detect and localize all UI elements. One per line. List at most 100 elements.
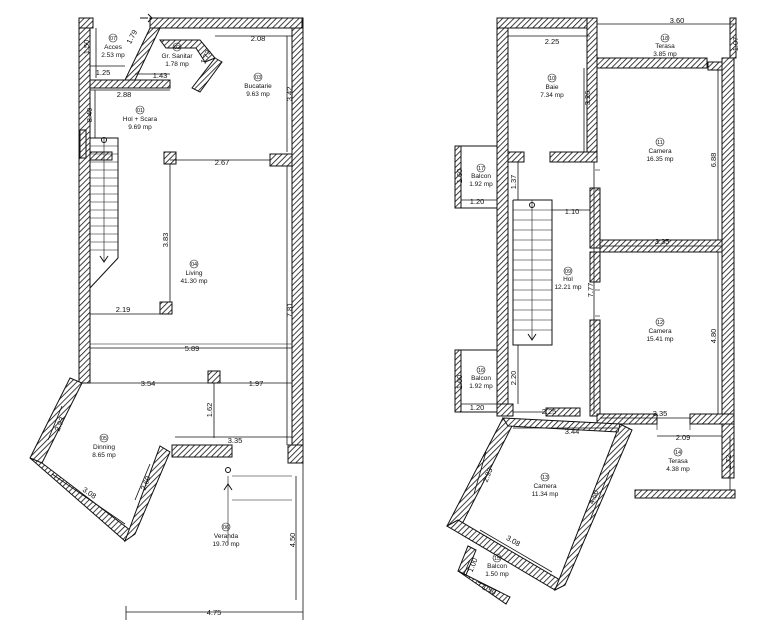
svg-text:1.37: 1.37 [509,175,518,190]
svg-text:Terasa: Terasa [655,43,675,50]
wall [549,151,598,163]
svg-text:1.62: 1.62 [205,403,214,418]
svg-text:2.88: 2.88 [117,90,132,99]
svg-text:4.38 mp: 4.38 mp [666,466,690,473]
svg-text:4.80: 4.80 [709,329,718,344]
svg-text:Camera: Camera [648,148,672,155]
svg-text:7.81: 7.81 [285,303,294,318]
svg-text:5.89: 5.89 [185,344,200,353]
svg-text:Balcon: Balcon [487,563,507,570]
wall [496,17,598,29]
svg-text:Camera: Camera [648,328,672,335]
svg-text:3.26: 3.26 [583,91,592,106]
wall [269,153,293,167]
wall [586,17,598,163]
wall [634,489,736,499]
svg-text:11: 11 [657,140,663,146]
svg-text:9.63 mp: 9.63 mp [246,91,270,98]
wall [446,417,514,533]
wall [496,403,514,417]
svg-text:7.77: 7.77 [586,283,595,298]
svg-text:Hol: Hol [563,276,573,283]
wall [596,57,708,69]
svg-text:11.34 mp: 11.34 mp [532,491,559,498]
wall [596,413,658,425]
svg-text:Gr. Sanitar: Gr. Sanitar [161,53,193,60]
wall [78,17,94,29]
svg-text:3.35: 3.35 [653,409,668,418]
svg-text:Veranda: Veranda [214,533,239,540]
svg-text:1.50: 1.50 [82,40,91,55]
wall [721,57,735,479]
wall [287,444,304,464]
svg-text:2.67: 2.67 [215,158,230,167]
svg-text:15.41 mp: 15.41 mp [646,336,673,343]
svg-text:1.60: 1.60 [455,375,464,390]
wall [554,423,633,592]
wall [507,151,525,163]
svg-text:12.21 mp: 12.21 mp [554,284,581,291]
svg-text:2.20: 2.20 [509,371,518,386]
svg-text:Acces: Acces [104,44,122,51]
wall [454,349,462,413]
wall [89,151,113,161]
staircase [89,137,119,289]
svg-text:1.72: 1.72 [724,455,733,470]
svg-text:1.43: 1.43 [153,71,168,80]
wall [496,17,509,417]
svg-text:16.35 mp: 16.35 mp [646,156,673,163]
svg-text:9.69 mp: 9.69 mp [128,124,152,131]
svg-text:1.07: 1.07 [731,37,740,52]
svg-text:3.42: 3.42 [285,87,294,102]
svg-text:6.88: 6.88 [709,153,718,168]
svg-text:1.79: 1.79 [124,28,139,45]
svg-text:02: 02 [174,45,180,51]
svg-text:2.53 mp: 2.53 mp [101,52,125,59]
wall [689,413,735,425]
svg-text:4.50: 4.50 [288,533,297,548]
svg-text:16: 16 [478,368,484,374]
wall [454,145,462,209]
wall [29,457,131,542]
svg-text:3.85 mp: 3.85 mp [653,51,677,58]
svg-text:4.75: 4.75 [207,608,222,617]
wall [589,187,601,249]
svg-text:3.35: 3.35 [228,436,243,445]
svg-text:2.25: 2.25 [542,407,557,416]
svg-text:03: 03 [255,75,261,81]
svg-text:3.35: 3.35 [655,237,670,246]
svg-text:17: 17 [478,166,484,172]
wall [502,417,621,433]
svg-text:2.09: 2.09 [676,433,691,442]
svg-text:Living: Living [186,270,203,277]
svg-text:1.92 mp: 1.92 mp [469,383,493,390]
svg-text:18: 18 [662,36,668,42]
svg-text:19.70 mp: 19.70 mp [212,541,239,548]
wall [149,17,303,29]
svg-text:1.78 mp: 1.78 mp [165,61,189,68]
svg-text:7.34 mp: 7.34 mp [540,92,564,99]
svg-text:1.20: 1.20 [470,403,485,412]
svg-text:1.97: 1.97 [249,379,264,388]
svg-text:10: 10 [549,76,555,82]
svg-text:Camera: Camera [533,483,557,490]
wall [207,370,221,384]
svg-text:1.60: 1.60 [455,169,464,184]
svg-text:15: 15 [494,556,500,562]
svg-text:1.10: 1.10 [565,207,580,216]
svg-text:05: 05 [101,436,107,442]
svg-text:Hol + Scara: Hol + Scara [123,116,158,123]
svg-text:1.25: 1.25 [96,68,111,77]
